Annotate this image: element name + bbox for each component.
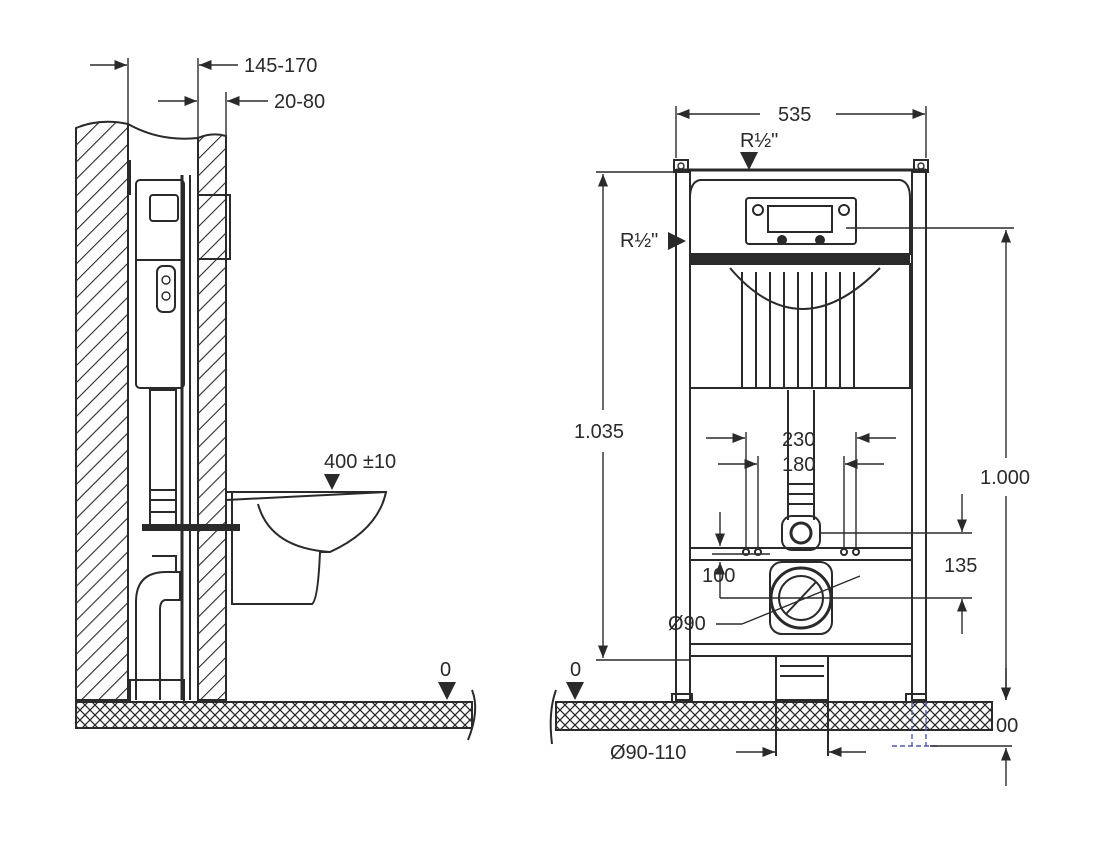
height-marker <box>324 474 340 490</box>
back-wall <box>75 120 129 701</box>
frame-right-post <box>911 169 927 701</box>
inlet-side-label: R½" <box>620 230 658 252</box>
drain-elbow <box>135 571 181 700</box>
dim-front-wall: 20-80 <box>274 91 325 113</box>
outlet-pipe <box>775 655 829 701</box>
side-view: 145-170 20-80 400 ±10 0 <box>75 55 477 741</box>
floor-level-side: 0 <box>440 659 451 681</box>
dim-drain-dia: Ø90 <box>668 613 706 635</box>
dim-wall-depth: 145-170 <box>244 55 317 77</box>
dim-total-height: 1.035 <box>574 421 624 443</box>
dim-floor-00: 00 <box>996 715 1018 737</box>
wall-break-line <box>127 123 199 140</box>
flush-plate-side <box>197 194 231 260</box>
dim-height-1000: 1.000 <box>980 467 1030 489</box>
front-view: 535 R½" R½" 1.035 1.000 230 180 100 <box>549 104 1030 786</box>
dim-bowl-height: 400 ±10 <box>324 451 396 473</box>
mounting-bracket <box>142 524 240 531</box>
dim-bolt-230: 230 <box>782 429 815 451</box>
flush-connector <box>781 515 821 551</box>
floor-marker-side <box>438 682 456 700</box>
bracket-bar-front <box>689 547 913 561</box>
front-wall <box>197 133 227 701</box>
dim-bolt-180: 180 <box>782 454 815 476</box>
inlet-top-marker <box>740 152 758 170</box>
floor-level-front: 0 <box>570 659 581 681</box>
floor-marker-front <box>566 682 584 700</box>
dim-135: 135 <box>944 555 977 577</box>
dim-outlet-dia: Ø90-110 <box>610 742 686 764</box>
floor-front <box>555 701 993 731</box>
inlet-top-label: R½" <box>740 130 778 152</box>
inlet-side-marker <box>668 232 686 250</box>
cistern-front <box>689 179 911 255</box>
dim-100: 100 <box>702 565 735 587</box>
flush-pipe <box>149 389 177 491</box>
flush-valve <box>745 197 857 245</box>
dim-width: 535 <box>778 104 811 126</box>
cistern-ribs <box>741 272 855 388</box>
cistern-tank <box>689 263 911 389</box>
floor-side <box>75 701 473 729</box>
cistern-side <box>135 179 185 389</box>
